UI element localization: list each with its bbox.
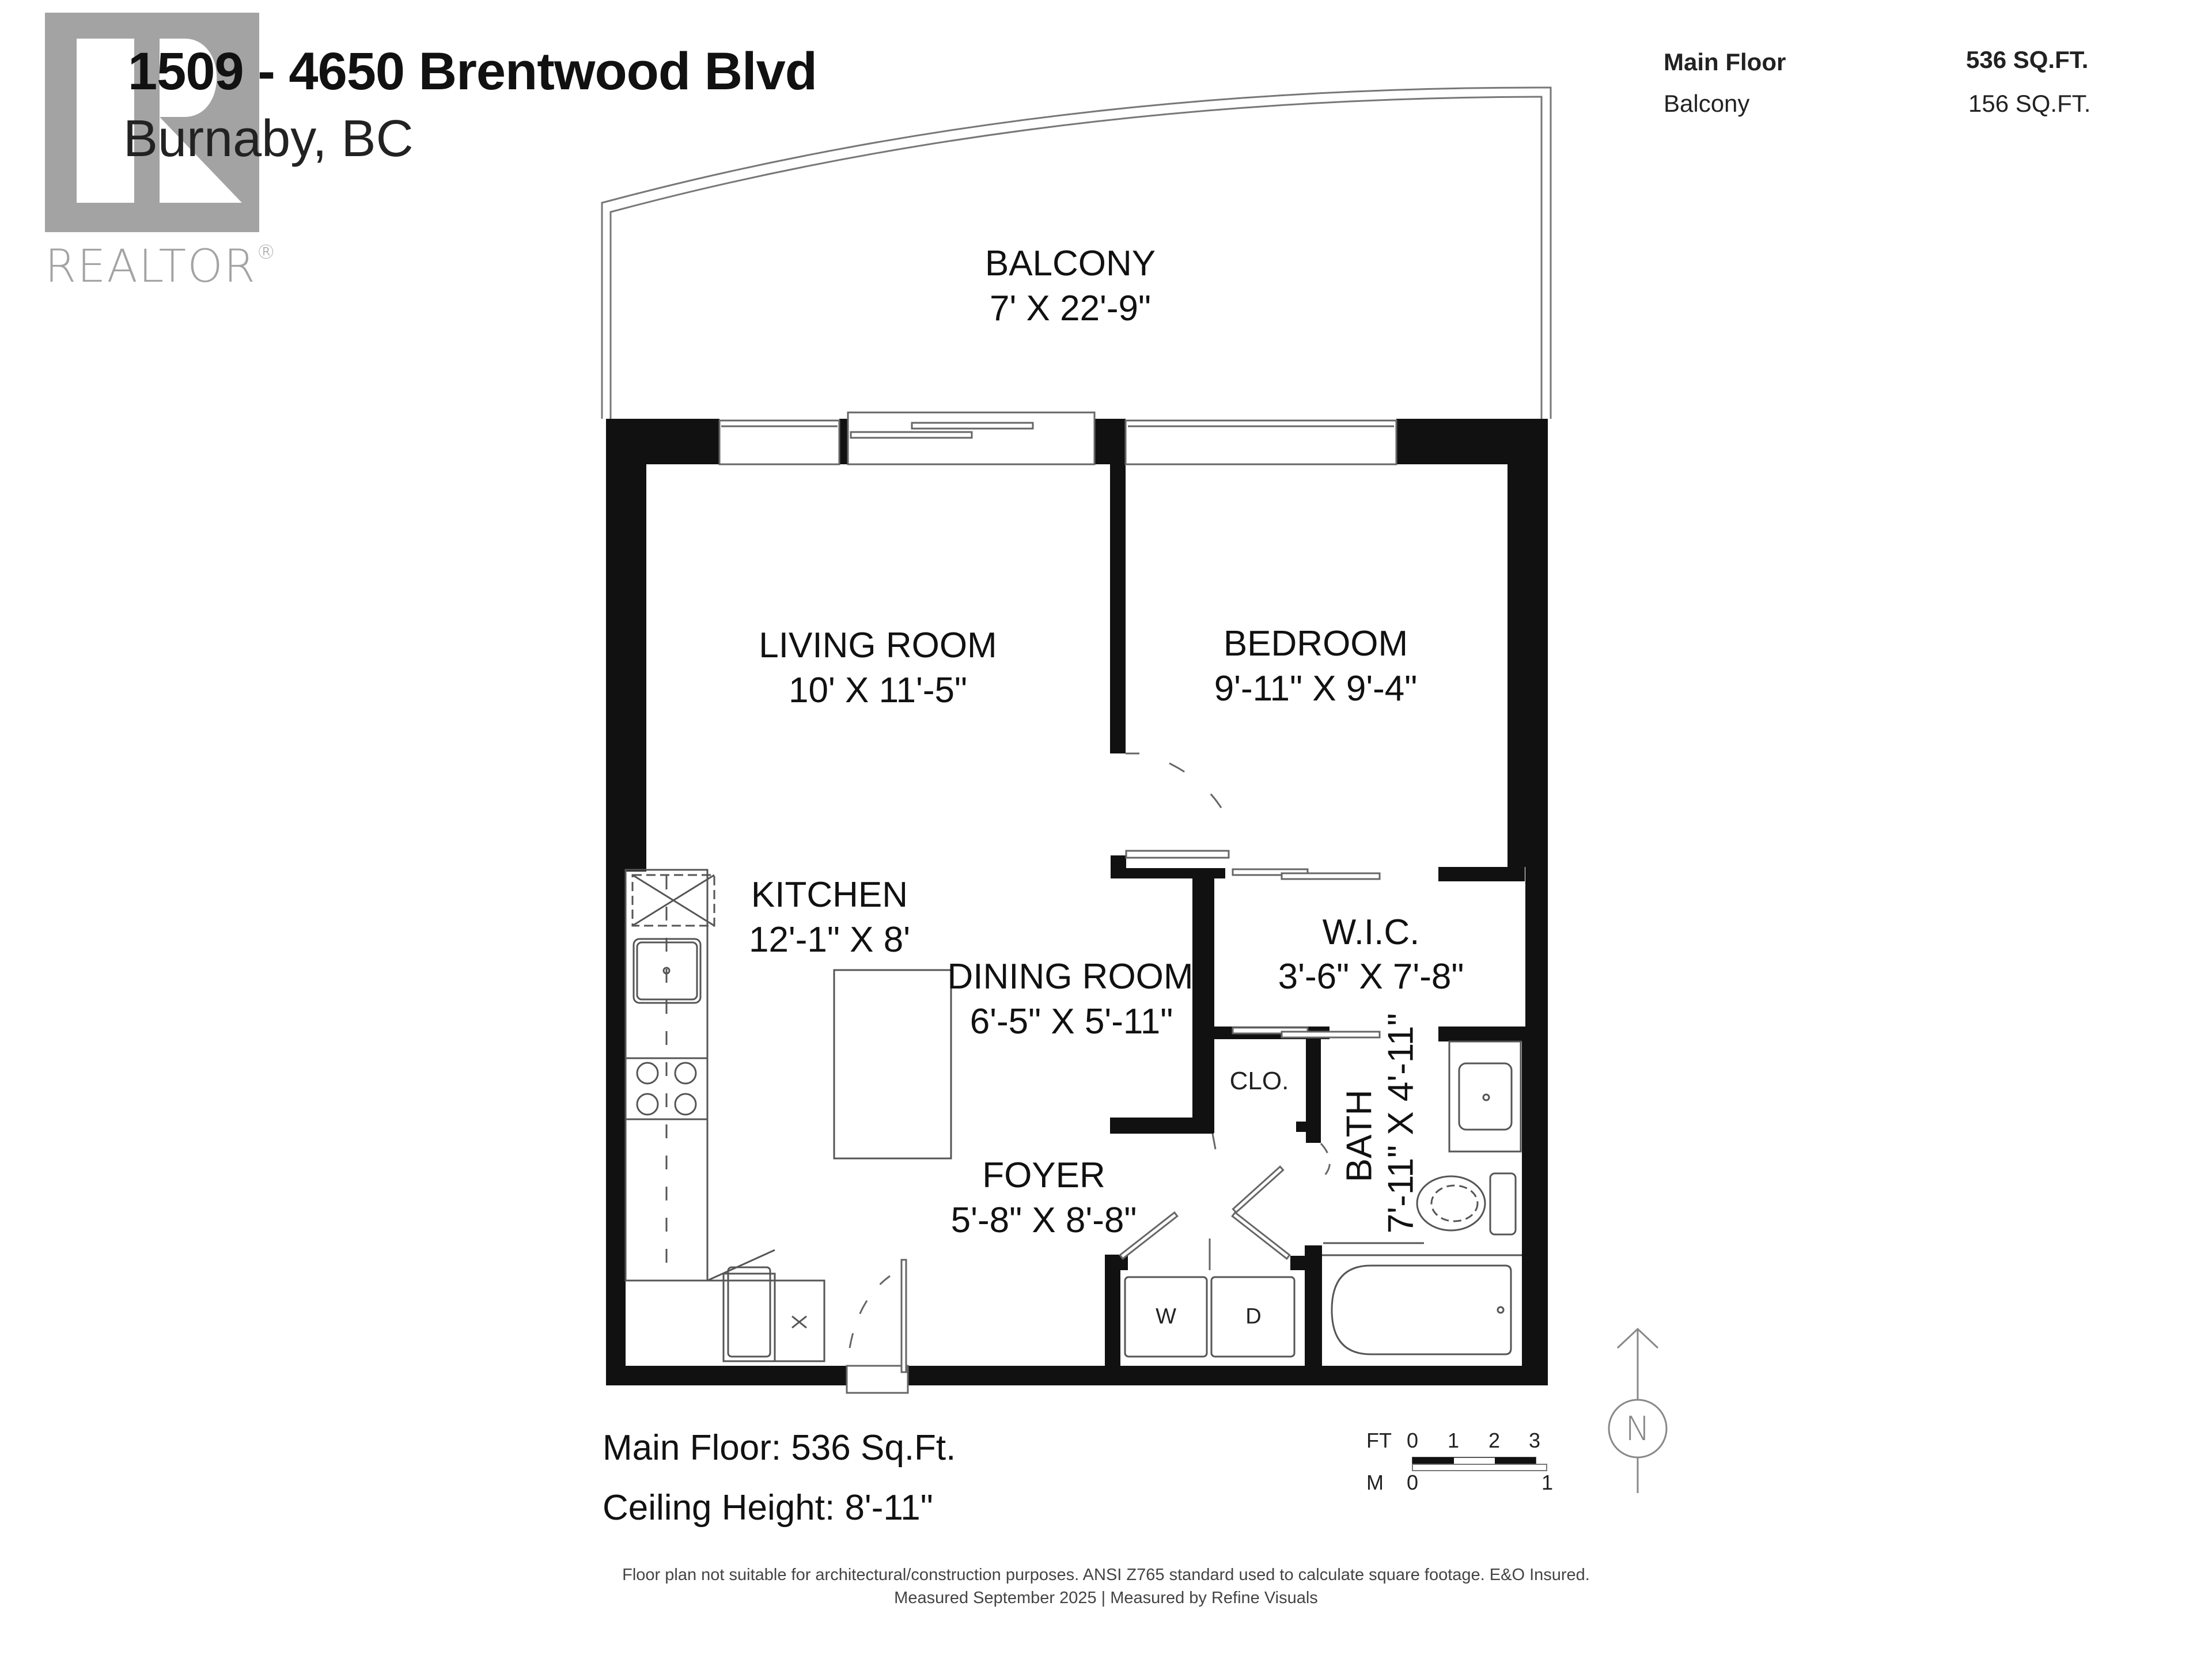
laundry-appliances bbox=[1124, 1276, 1296, 1358]
room-dims-living-room: 10' X 11'-5" bbox=[789, 671, 967, 710]
room-dims-dining-room: 6'-5" X 5'-11" bbox=[969, 1002, 1173, 1041]
area-summary-balcony-value: 156 SQ.FT. bbox=[1968, 90, 2091, 117]
address-title: 1509 - 4650 Brentwood Blvd bbox=[128, 42, 817, 101]
room-dims-bedroom: 9'-11" X 9'-4" bbox=[1214, 669, 1418, 709]
room-label-kitchen: KITCHEN bbox=[751, 875, 908, 915]
room-label-living-room: LIVING ROOM bbox=[759, 626, 997, 665]
room-dims-bath: 7'-11" X 4'-11" bbox=[1381, 1013, 1421, 1234]
room-label-wic: W.I.C. bbox=[1322, 912, 1420, 952]
address-city: Burnaby, BC bbox=[123, 110, 414, 168]
walls bbox=[606, 419, 1548, 1385]
windows bbox=[718, 411, 1397, 465]
compass-north-label: N bbox=[1625, 1409, 1650, 1448]
scale-ft-tick-3: 3 bbox=[1529, 1429, 1541, 1452]
room-dims-wic: 3'-6" X 7'-8" bbox=[1278, 957, 1464, 997]
footer-main-floor-area: Main Floor: 536 Sq.Ft. bbox=[603, 1428, 956, 1468]
doors bbox=[846, 752, 1381, 1394]
scale-bar bbox=[1412, 1457, 1547, 1471]
washer-label: W bbox=[1156, 1304, 1176, 1329]
dryer-label: D bbox=[1245, 1304, 1262, 1329]
scale-ft-tick-0: 0 bbox=[1407, 1429, 1419, 1452]
room-label-balcony: BALCONY bbox=[984, 244, 1156, 283]
room-dims-balcony: 7' X 22'-9" bbox=[989, 289, 1152, 328]
realtor-logo-text: REALTOR® bbox=[45, 241, 277, 293]
scale-m-tick-0: 0 bbox=[1407, 1471, 1419, 1494]
scale-ft-tick-2: 2 bbox=[1488, 1429, 1501, 1452]
realtor-logo-wordmark: REALTOR bbox=[45, 241, 256, 293]
realtor-logo-icon bbox=[45, 13, 259, 232]
room-label-closet: CLO. bbox=[1229, 1067, 1289, 1095]
scale-m-tick-1: 1 bbox=[1541, 1471, 1554, 1494]
kitchen-fixtures bbox=[624, 869, 952, 1362]
room-label-dining-room: DINING ROOM bbox=[947, 957, 1194, 997]
balcony-outline bbox=[601, 86, 1552, 419]
scale-ft-tick-1: 1 bbox=[1448, 1429, 1460, 1452]
disclaimer-line-2: Measured September 2025 | Measured by Re… bbox=[894, 1589, 1318, 1607]
scale-ft-label: FT bbox=[1366, 1429, 1392, 1452]
room-label-bedroom: BEDROOM bbox=[1223, 624, 1408, 664]
north-arrow-icon bbox=[1608, 1327, 1668, 1493]
area-summary-balcony-label: Balcony bbox=[1664, 90, 1750, 117]
area-summary-main-floor-label: Main Floor bbox=[1664, 48, 1786, 75]
room-dims-kitchen: 12'-1" X 8' bbox=[748, 920, 911, 960]
room-label-foyer: FOYER bbox=[982, 1156, 1105, 1195]
room-dims-foyer: 5'-8" X 8'-8" bbox=[950, 1200, 1137, 1240]
area-summary-main-floor-value: 536 SQ.FT. bbox=[1966, 46, 2089, 73]
disclaimer-line-1: Floor plan not suitable for architectura… bbox=[622, 1566, 1590, 1584]
footer-ceiling-height: Ceiling Height: 8'-11" bbox=[603, 1488, 933, 1528]
registered-mark: ® bbox=[256, 241, 277, 264]
bath-fixtures bbox=[1322, 1040, 1522, 1355]
scale-m-label: M bbox=[1366, 1471, 1384, 1494]
room-label-bath: BATH bbox=[1339, 1089, 1380, 1183]
